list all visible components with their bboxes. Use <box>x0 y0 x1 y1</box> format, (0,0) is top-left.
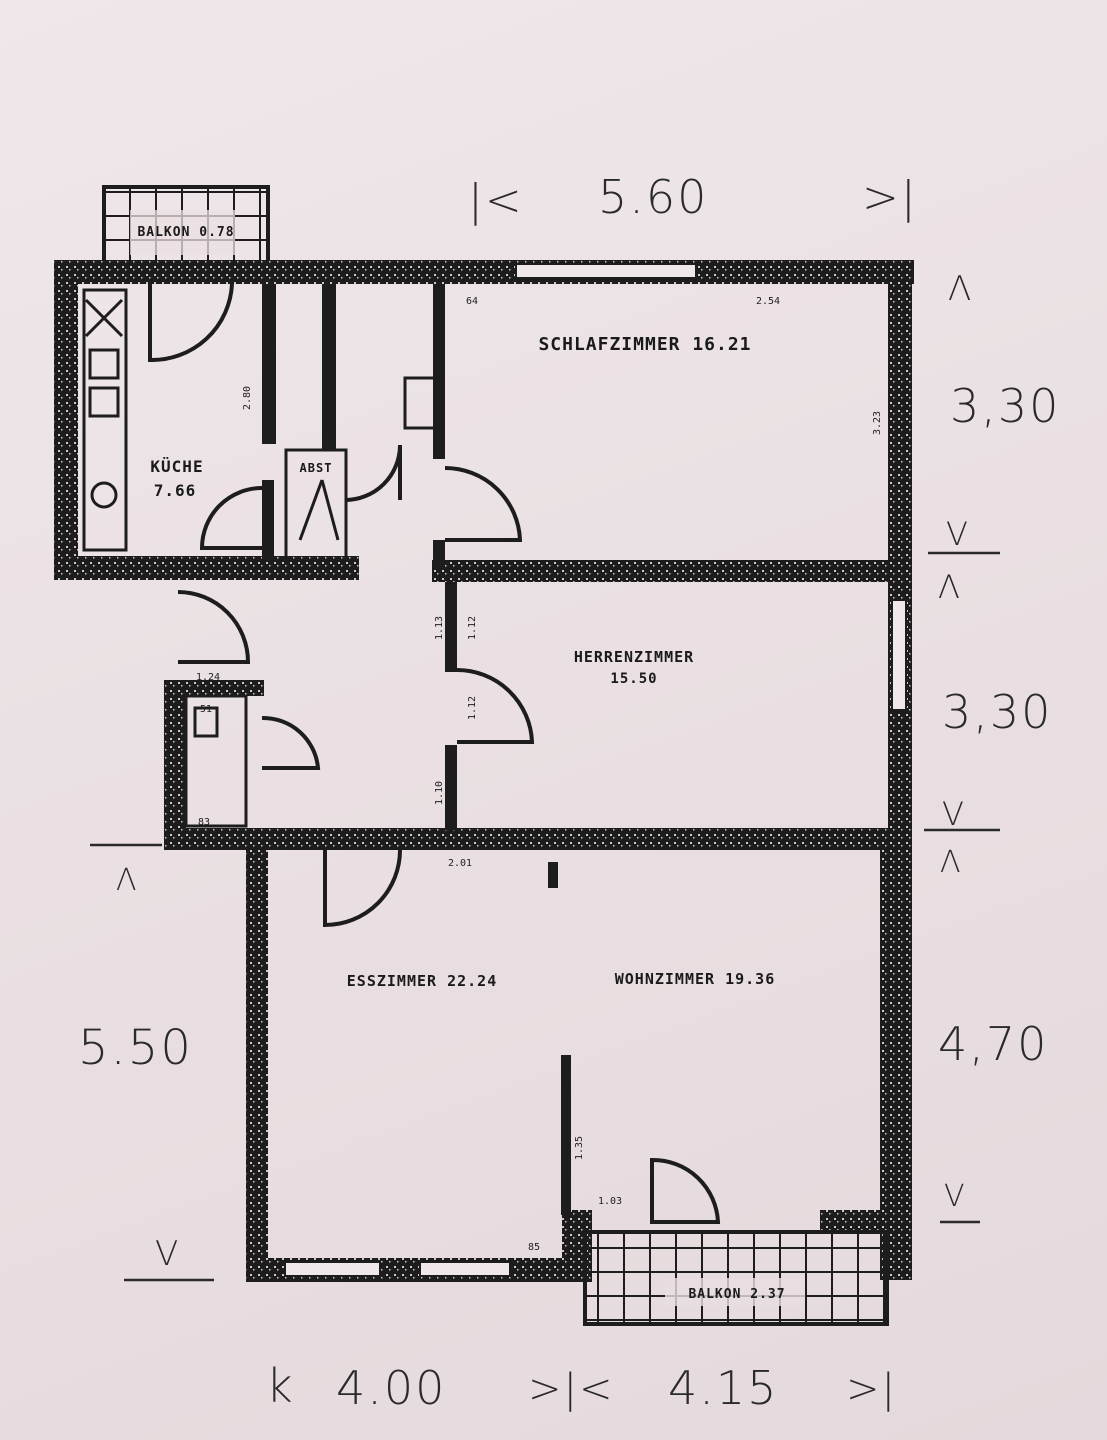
measure-m-135: 1.35 <box>574 1136 585 1160</box>
label-kueche: KÜCHE <box>150 457 203 476</box>
mark-up-3: Λ <box>940 845 963 880</box>
measure-m-110: 1.10 <box>434 781 445 805</box>
measure-m-103: 1.03 <box>598 1196 622 1207</box>
dim-bottom-mid-mark: >|< <box>528 1366 615 1412</box>
measure-m-112b: 1.12 <box>467 696 478 720</box>
interior-walls <box>170 284 912 1215</box>
mark-down-2: V <box>942 795 966 833</box>
measure-m-124: 1.24 <box>196 672 220 683</box>
measure-m-51: 51 <box>200 704 212 715</box>
dim-bottom-left: 4.00 <box>336 1361 446 1415</box>
balcony-top <box>102 185 270 267</box>
handwritten-dimensions: |< 5.60 >| 3,30 3,30 4,70 5.50 k 4.00 >|… <box>78 170 1060 1415</box>
dim-top-width: 5.60 <box>598 170 708 224</box>
label-balkon-top: BALKON 0.78 <box>137 225 234 240</box>
label-abst: ABST <box>300 461 333 475</box>
mark-up-left: Λ <box>116 863 139 898</box>
dim-top-right-mark: >| <box>862 172 918 223</box>
doors <box>148 283 721 1224</box>
dim-right-1: 3,30 <box>950 379 1060 433</box>
kitchen-fittings <box>82 288 128 552</box>
measure-m-112a: 1.12 <box>467 616 478 640</box>
measure-m-113: 1.13 <box>434 616 445 640</box>
dim-left: 5.50 <box>78 1020 193 1076</box>
mark-up-2: Λ <box>938 568 962 606</box>
mark-down-1: V <box>946 515 970 553</box>
small-measures: 64 2.54 3.23 2.80 1.13 1.12 1.12 1.10 2.… <box>196 296 883 1253</box>
label-esszimmer: ESSZIMMER 22.24 <box>347 972 497 990</box>
outer-walls <box>54 260 914 1282</box>
measure-m-323: 3.23 <box>872 411 883 435</box>
dim-bottom-right: 4.15 <box>668 1361 778 1415</box>
measure-m-83: 83 <box>198 817 210 828</box>
measure-m-85: 85 <box>528 1242 540 1253</box>
label-schlafzimmer: SCHLAFZIMMER 16.21 <box>538 334 751 355</box>
windows <box>284 263 907 1277</box>
label-kueche-area: 7.66 <box>154 481 197 500</box>
dim-right-3: 4,70 <box>938 1017 1048 1071</box>
measure-m-201: 2.01 <box>448 858 472 869</box>
dim-right-2: 3,30 <box>942 685 1052 739</box>
room-labels: BALKON 0.78 KÜCHE 7.66 ABST SCHLAFZIMMER… <box>137 225 785 1302</box>
label-herrenzimmer: HERRENZIMMER <box>574 648 694 666</box>
mark-down-3: V <box>944 1179 967 1214</box>
dim-bottom-left-start: k <box>266 1359 295 1413</box>
measure-m-64: 64 <box>466 296 478 307</box>
measure-m-280: 2.80 <box>242 386 253 410</box>
label-balkon-bottom: BALKON 2.37 <box>688 1287 785 1302</box>
mark-up-1: Λ <box>948 269 973 309</box>
dim-bottom-right-mark: >| <box>846 1366 897 1412</box>
label-herrenzimmer-area: 15.50 <box>610 671 657 687</box>
measure-m-254: 2.54 <box>756 296 780 307</box>
balcony-bottom <box>583 1230 889 1326</box>
dim-top-left-mark: |< <box>468 175 524 226</box>
mark-down-left: V <box>155 1234 180 1274</box>
label-wohnzimmer: WOHNZIMMER 19.36 <box>615 970 776 988</box>
